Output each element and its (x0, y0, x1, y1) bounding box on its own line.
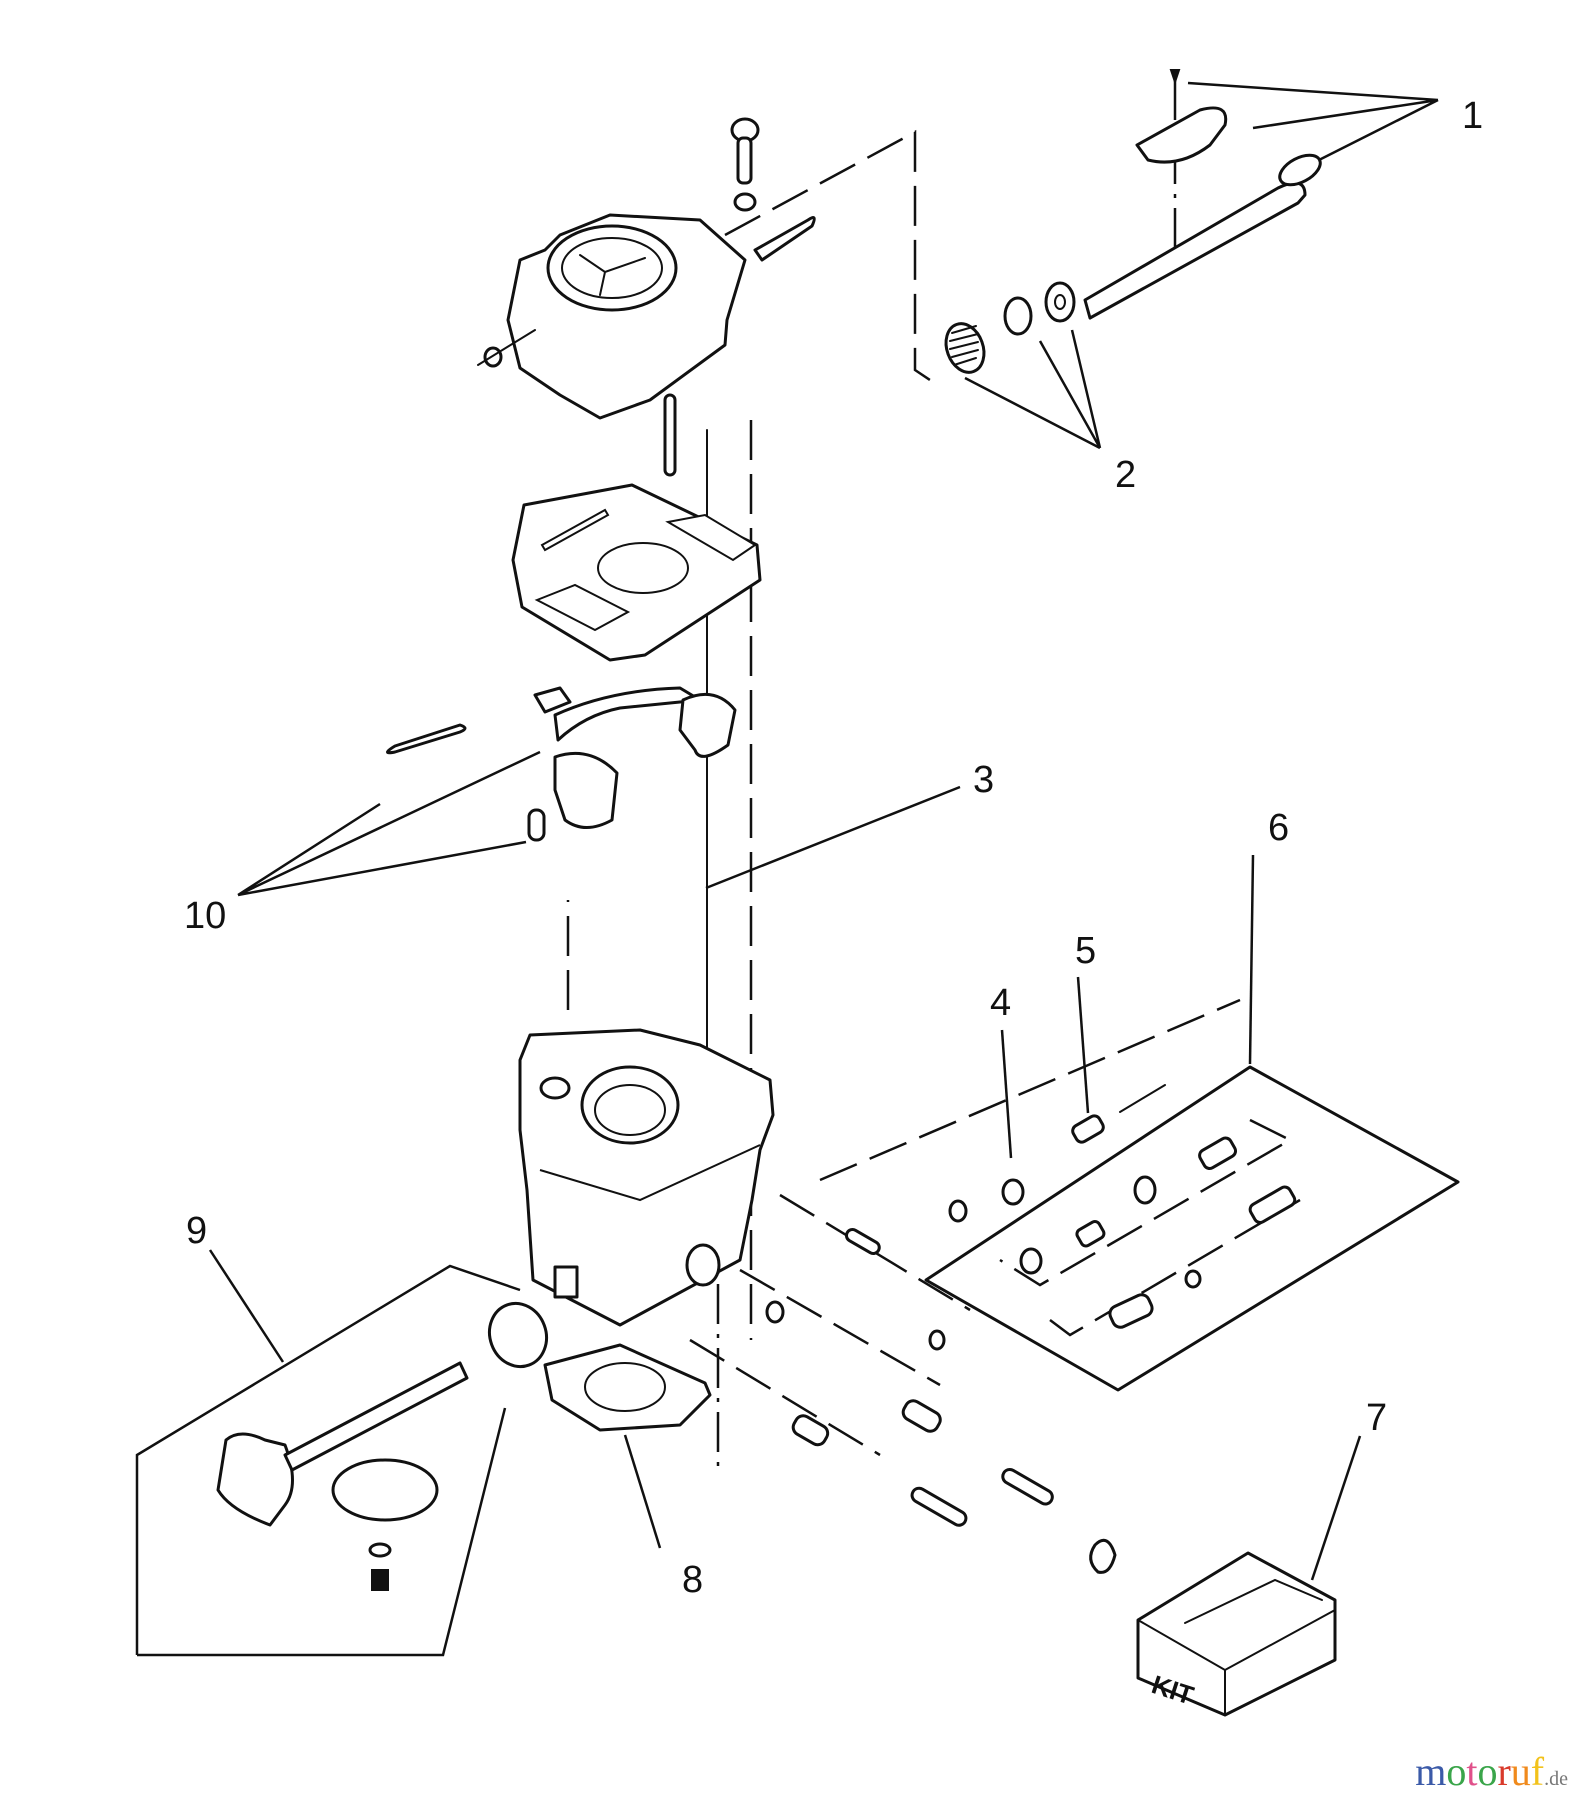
top-screw-washer (733, 192, 757, 212)
callout-8: 8 (682, 1559, 703, 1601)
idle-screw (910, 1486, 968, 1527)
choke-lever (216, 1432, 294, 1527)
part-adjustment-screws (765, 1228, 1117, 1574)
pin (663, 393, 677, 477)
small-washer (765, 1300, 785, 1324)
leader-4 (1000, 1029, 1013, 1159)
inlet-needle (527, 808, 546, 842)
watermark-letter: u (1510, 1749, 1531, 1794)
watermark-letter: r (1497, 1749, 1511, 1794)
choke-washer (368, 1542, 392, 1558)
part-float-assembly (386, 686, 737, 842)
float-arm (553, 686, 702, 742)
washer-1 (1003, 296, 1033, 336)
part-air-horn (477, 117, 816, 477)
plug (928, 1329, 946, 1351)
throttle-shaft (1083, 181, 1307, 320)
leader-3 (705, 785, 961, 890)
choke-plate (331, 1458, 439, 1522)
callout-2: 2 (1115, 454, 1136, 496)
float-clip (386, 723, 467, 755)
part-bowl-gasket (511, 483, 762, 662)
screw-small (1169, 69, 1181, 86)
watermark-letter: m (1415, 1749, 1447, 1794)
part-kit-box: KIT (1136, 1551, 1337, 1717)
part-throttle-shaft-assembly (1083, 69, 1322, 320)
top-screw-shank (736, 136, 753, 185)
kit-fitting-4 (1001, 1178, 1025, 1206)
callout-4: 4 (990, 982, 1011, 1024)
throttle-lever (1278, 153, 1322, 187)
watermark-letter: o (1477, 1749, 1498, 1794)
throttle-plate (1135, 106, 1228, 164)
kit-sheet-outline (924, 1065, 1460, 1392)
idle-spring (791, 1414, 830, 1447)
callout-10: 10 (184, 895, 226, 937)
callout-9: 9 (186, 1210, 207, 1252)
mix-spring (901, 1399, 942, 1433)
part-choke-assembly (216, 1301, 548, 1591)
leader-1 (1187, 81, 1439, 165)
leader-10 (237, 750, 541, 897)
air-horn-washer (483, 346, 503, 368)
callout-5: 5 (1075, 930, 1096, 972)
spring (944, 322, 986, 374)
mix-screw (1001, 1468, 1054, 1506)
watermark-letter: o (1446, 1749, 1467, 1794)
choke-rod (753, 216, 816, 262)
motoruf-watermark: motoruf.de (1415, 1752, 1568, 1792)
leader-6 (1248, 854, 1255, 1065)
part-flange-gasket (543, 1343, 712, 1432)
leader-8 (623, 1434, 662, 1549)
callout-7: 7 (1366, 1397, 1387, 1439)
body-adjust-boss (685, 1243, 721, 1287)
float-right (678, 692, 737, 758)
welch-plug (1089, 1538, 1117, 1574)
choke-screw (371, 1569, 389, 1591)
kit-jet-5 (1071, 1114, 1105, 1144)
jet-needle (844, 1228, 881, 1255)
float-hinge (533, 686, 572, 714)
choke-bushing (488, 1301, 548, 1369)
leader-2 (964, 329, 1102, 450)
leader-5 (1076, 976, 1090, 1114)
callout-1: 1 (1462, 95, 1483, 137)
leader-lines (135, 81, 1439, 1657)
part-carburetor-body (518, 1028, 775, 1327)
callout-labels: 1 2 3 4 5 6 7 8 9 10 (184, 95, 1483, 1601)
leader-9 (208, 1249, 285, 1363)
bracket-9-top (135, 1264, 521, 1655)
callout-3: 3 (973, 759, 994, 801)
bracket-9-bottom (137, 1407, 507, 1657)
watermark-letter: f (1530, 1749, 1545, 1794)
float-left (553, 751, 619, 829)
part-repair-kit-sheet (924, 1065, 1460, 1392)
choke-shaft (283, 1361, 469, 1472)
part-spring-washers (944, 281, 1076, 374)
watermark-suffix: .de (1544, 1768, 1568, 1790)
callout-6: 6 (1268, 807, 1289, 849)
leader-7 (1310, 1435, 1362, 1581)
kit-spring (1108, 1293, 1154, 1329)
watermark-letter: t (1466, 1749, 1478, 1794)
body-tab (553, 1265, 579, 1299)
